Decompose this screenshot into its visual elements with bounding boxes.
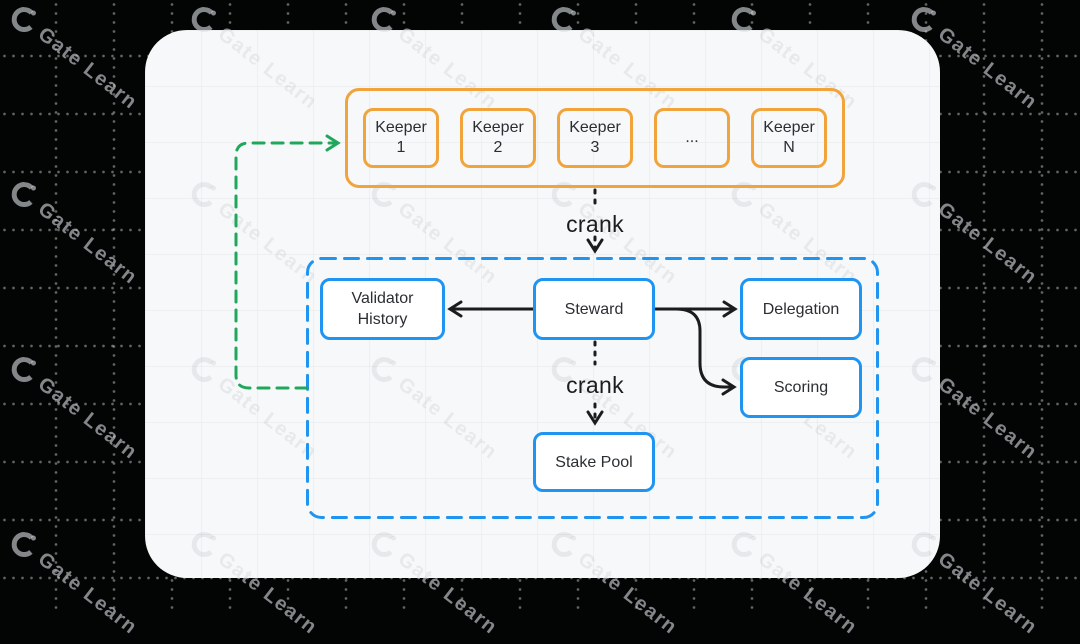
steward-node: Steward xyxy=(533,278,655,340)
steward-to-scoring-arrow xyxy=(675,307,737,396)
keeper-3-label-line2: 3 xyxy=(590,139,600,156)
validator-history-label-line1: Validator xyxy=(351,290,414,307)
keeper-1-label-line1: Keeper xyxy=(375,119,427,136)
keeper-n-label-line2: N xyxy=(783,139,795,156)
keeper-1-box: Keeper 1 xyxy=(363,108,439,168)
keeper-3-label-line1: Keeper xyxy=(569,119,621,136)
keeper-ellipsis-label: ... xyxy=(685,129,699,146)
keeper-3-box: Keeper 3 xyxy=(557,108,633,168)
keeper-n-box: Keeper N xyxy=(751,108,827,168)
delegation-label: Delegation xyxy=(762,300,840,318)
delegation-node: Delegation xyxy=(740,278,862,340)
crank-label-bottom: crank xyxy=(566,372,624,398)
keeper-n-label-line1: Keeper xyxy=(763,119,815,136)
keeper-ellipsis-box: ... xyxy=(654,108,730,168)
keeper-2-box: Keeper 2 xyxy=(460,108,536,168)
steward-label: Steward xyxy=(564,300,624,318)
keeper-2-label-line2: 2 xyxy=(493,139,503,156)
stake-pool-node: Stake Pool xyxy=(533,432,655,492)
steward-flow-diagram: Keeper 1 Keeper 2 Keeper 3 ... Keeper N … xyxy=(145,30,940,578)
stake-pool-label: Stake Pool xyxy=(555,453,633,471)
scoring-label: Scoring xyxy=(773,379,829,396)
crank-label-top: crank xyxy=(566,211,624,237)
keeper-group-container: Keeper 1 Keeper 2 Keeper 3 ... Keeper N xyxy=(345,88,845,188)
scoring-node: Scoring xyxy=(740,357,862,418)
keeper-2-label-line1: Keeper xyxy=(472,119,524,136)
green-feedback-arrow xyxy=(234,134,341,390)
validator-history-node: Validator History xyxy=(320,278,445,340)
validator-history-label-line2: History xyxy=(357,311,408,328)
keeper-1-label-line2: 1 xyxy=(396,139,406,156)
